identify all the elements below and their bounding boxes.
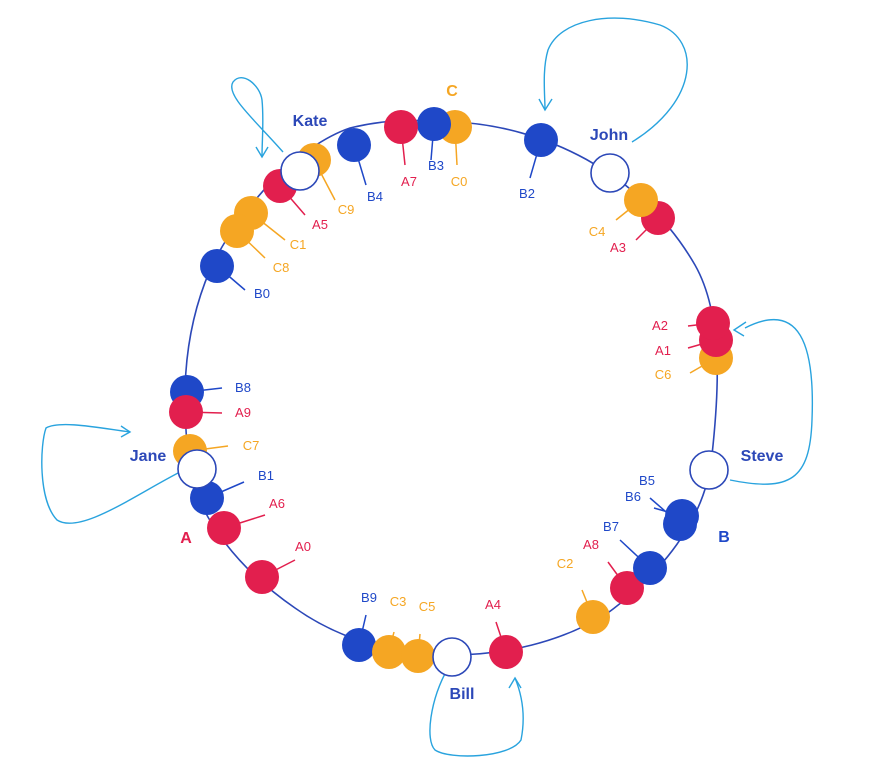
- key-b2-label: B2: [519, 186, 535, 201]
- key-c4-dot: [624, 183, 658, 217]
- key-a3-label: A3: [610, 240, 626, 255]
- key-a7-label: A7: [401, 174, 417, 189]
- key-b6-label: B6: [625, 489, 641, 504]
- key-a8-dot: [610, 571, 644, 605]
- key-c3-dot: [372, 635, 406, 669]
- kate-loop-arrow: [231, 76, 284, 158]
- key-dots: [169, 107, 733, 673]
- key-a8-label: A8: [583, 537, 599, 552]
- key-a9-dot: [169, 395, 203, 429]
- key-a0-label: A0: [295, 539, 311, 554]
- key-c5-label: C5: [419, 599, 436, 614]
- key-b9-dot: [342, 628, 376, 662]
- key-c8-dot: [220, 214, 254, 248]
- node-john: [590, 153, 630, 193]
- group-label-c: C: [446, 83, 458, 100]
- server-nodes: [177, 151, 729, 677]
- key-c3-label: C3: [390, 594, 407, 609]
- node-john-name: John: [590, 127, 628, 144]
- key-b0-label: B0: [254, 286, 270, 301]
- key-b9-label: B9: [361, 590, 377, 605]
- node-bill: [432, 637, 472, 677]
- key-a4-dot: [489, 635, 523, 669]
- key-b4-dot: [337, 128, 371, 162]
- kate-arrow-head-icon: [255, 146, 269, 159]
- key-b7-dot: [633, 551, 667, 585]
- key-c5-dot: [401, 639, 435, 673]
- group-label-a: A: [180, 530, 192, 547]
- key-c7-label: C7: [243, 438, 260, 453]
- key-b3-label: B3: [428, 158, 444, 173]
- key-a1-label: A1: [655, 343, 671, 358]
- key-c4-label: C4: [589, 224, 606, 239]
- key-b1-dot: [190, 481, 224, 515]
- jane-loop-arrow: [41, 423, 181, 524]
- node-kate: [280, 151, 320, 191]
- node-jane-name: Jane: [130, 448, 167, 465]
- key-b7-label: B7: [603, 519, 619, 534]
- key-c9-label: C9: [338, 202, 355, 217]
- key-a5-label: A5: [312, 217, 328, 232]
- bill-arrow-head-icon: [508, 676, 522, 689]
- node-steve-name: Steve: [741, 448, 784, 465]
- group-label-b: B: [718, 529, 730, 546]
- key-b2-dot: [524, 123, 558, 157]
- key-a6-dot: [207, 511, 241, 545]
- key-a9-label: A9: [235, 405, 251, 420]
- key-b0-dot: [200, 249, 234, 283]
- key-a2-label: A2: [652, 318, 668, 333]
- key-c2-label: C2: [557, 556, 574, 571]
- steve-arrow-head-icon: [732, 321, 747, 337]
- self-loop-arrows: [41, 17, 814, 757]
- node-kate-name: Kate: [293, 113, 328, 130]
- key-b8-label: B8: [235, 380, 251, 395]
- key-a6-label: A6: [269, 496, 285, 511]
- steve-loop-arrow: [729, 318, 814, 485]
- key-b5-dot: [665, 499, 699, 533]
- john-arrow-head-icon: [538, 98, 553, 112]
- node-steve: [689, 450, 729, 490]
- key-a2-dot: [696, 306, 730, 340]
- key-b5-label: B5: [639, 473, 655, 488]
- key-b1-label: B1: [258, 468, 274, 483]
- key-a7-dot: [384, 110, 418, 144]
- key-c8-label: C8: [273, 260, 290, 275]
- key-c2-dot: [576, 600, 610, 634]
- key-c6-label: C6: [655, 367, 672, 382]
- john-loop-arrow: [543, 17, 688, 143]
- node-bill-name: Bill: [450, 686, 475, 703]
- key-b4-label: B4: [367, 189, 383, 204]
- key-c1-label: C1: [290, 237, 307, 252]
- jane-arrow-head-icon: [120, 425, 132, 438]
- key-c0-label: C0: [451, 174, 468, 189]
- bill-loop-arrow: [429, 667, 524, 757]
- key-b3-dot: [417, 107, 451, 141]
- node-jane: [177, 449, 217, 489]
- key-a0-dot: [245, 560, 279, 594]
- key-a4-label: A4: [485, 597, 501, 612]
